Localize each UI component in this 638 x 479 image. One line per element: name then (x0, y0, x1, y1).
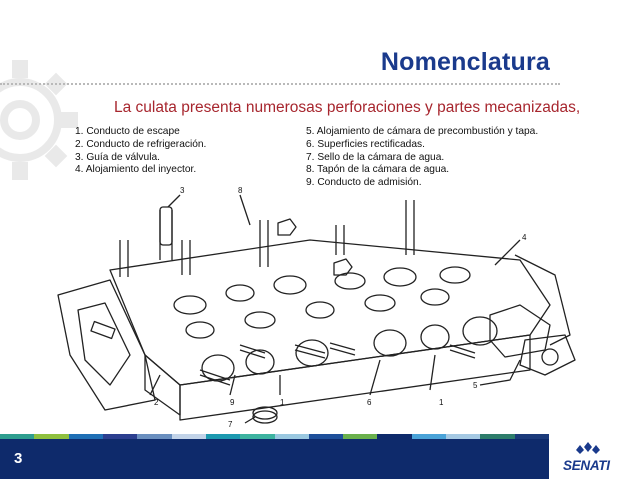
callout-label: 9 (230, 398, 235, 407)
color-strip-segment (411, 434, 447, 439)
title-divider (0, 83, 560, 85)
legend-item: 5. Alojamiento de cámara de precombustió… (306, 126, 539, 137)
callout-label: 8 (238, 186, 243, 195)
callout-label: 3 (180, 186, 185, 195)
gear-watermark-icon (0, 60, 78, 180)
slide-title: Nomenclatura (380, 48, 550, 76)
legend-item: 3. Guía de válvula. (75, 151, 160, 163)
callout-label: 1 (439, 398, 444, 407)
legend-item: 6. Superficies rectificadas. (306, 138, 425, 150)
page-number: 3 (14, 450, 23, 467)
callout-label: 1 (280, 398, 285, 407)
callout-label: 2 (154, 398, 159, 407)
color-strip-segment (240, 434, 275, 439)
color-strip-segment (343, 434, 378, 439)
callout-label: 5 (473, 381, 478, 390)
callout-label: 7 (228, 420, 233, 429)
color-strip-segment (274, 434, 309, 439)
legend-left: 1. Conducto de escape 2. Conducto de ref… (75, 126, 206, 177)
color-strip-segment (102, 434, 138, 439)
color-strip-segment (308, 434, 344, 439)
cylinder-head-illustration: 3 8 4 5 1 6 1 9 2 7 (57, 186, 576, 429)
color-strip-segment (205, 434, 241, 439)
footer-band (0, 439, 549, 479)
legend-item: 1. Conducto de escape (75, 126, 180, 137)
legend-item: 8. Tapón de la cámara de agua. (306, 164, 450, 176)
color-strip-segment (137, 434, 172, 439)
color-strip-segment (171, 434, 206, 439)
legend-item: 9. Conducto de admisión. (306, 177, 422, 189)
legend-item: 7. Sello de la cámara de agua. (306, 151, 445, 163)
legend-item: 4. Alojamiento del inyector. (75, 164, 197, 176)
callout-label: 4 (522, 233, 527, 242)
color-strip-segment (377, 434, 412, 439)
legend-right: 5. Alojamiento de cámara de precombustió… (306, 126, 538, 190)
legend-item: 2. Conducto de refrigeración. (75, 138, 207, 150)
slide-subtitle: La culata presenta numerosas perforacion… (114, 99, 581, 116)
senati-logo-icon (576, 442, 600, 454)
color-strip-segment (514, 434, 549, 439)
color-strip-segment (68, 434, 103, 439)
color-strip-segment (0, 434, 35, 439)
color-strip-segment (480, 434, 515, 439)
footer-color-strip (0, 434, 549, 439)
callout-label: 6 (367, 398, 372, 407)
color-strip-segment (446, 434, 481, 439)
senati-logo-text: SENATI (563, 458, 610, 473)
color-strip-segment (34, 434, 69, 439)
